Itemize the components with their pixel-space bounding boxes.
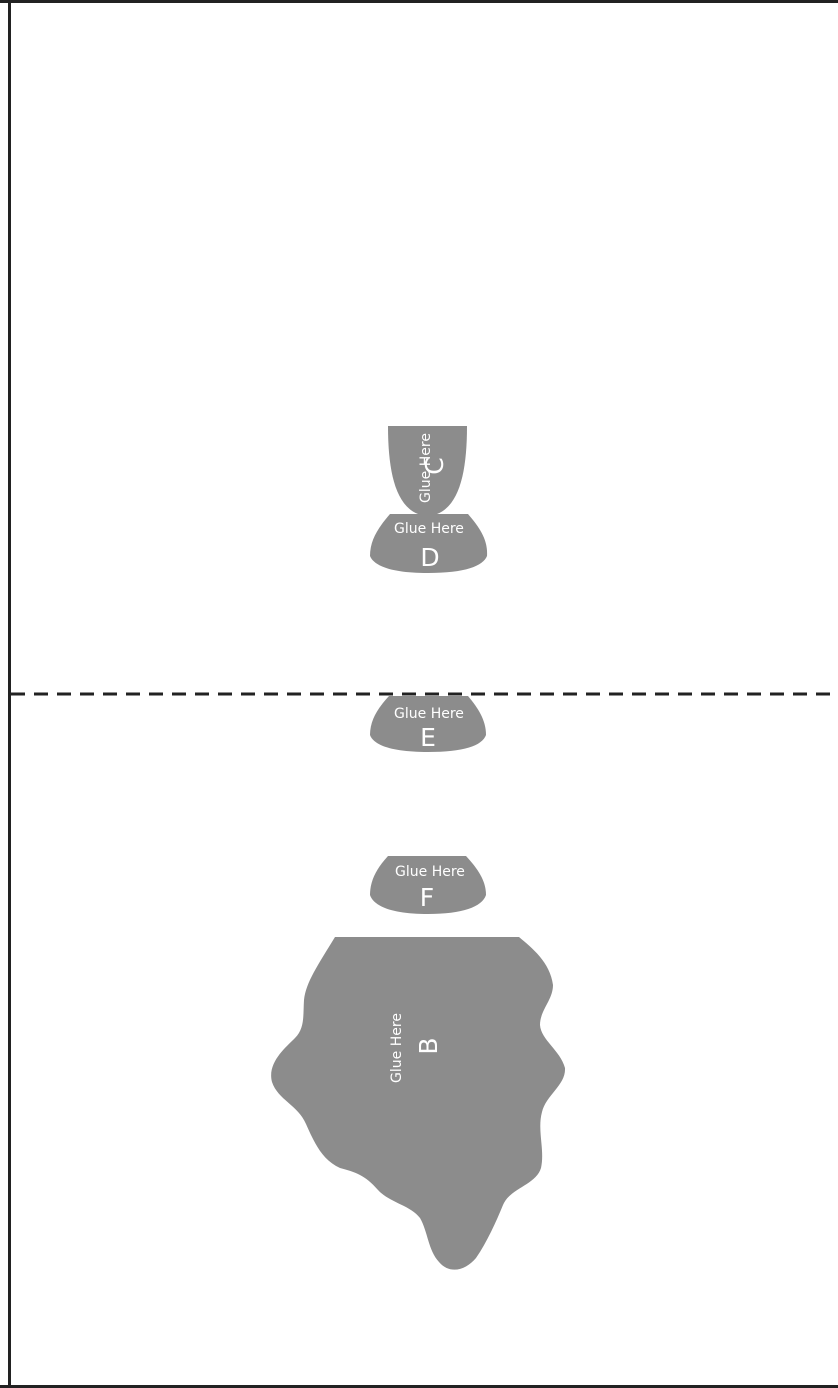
tab-e: Glue Here E [370,696,486,752]
tab-e-letter: E [420,723,436,752]
tab-d: Glue Here D [370,514,488,573]
tab-f-shape [370,856,486,914]
tab-f-glue-label: Glue Here [395,864,465,880]
tab-b-shape [271,937,566,1270]
tab-f-letter: F [420,883,434,912]
tab-f: Glue Here F [370,856,486,914]
tab-b-letter: B [414,1037,443,1054]
tab-e-glue-label: Glue Here [394,706,464,722]
tab-e-shape [370,696,486,752]
tab-c-glue-label: Glue Here [418,433,434,503]
tab-c-shape [388,426,467,514]
tab-d-shape [370,514,488,573]
tab-d-letter: D [420,543,439,572]
tab-d-glue-label: Glue Here [394,521,464,537]
tab-c-letter: C [420,457,449,474]
tab-b: Glue Here B [271,937,566,1270]
tab-b-glue-label: Glue Here [389,1013,405,1083]
tab-c: Glue Here C [388,426,467,514]
